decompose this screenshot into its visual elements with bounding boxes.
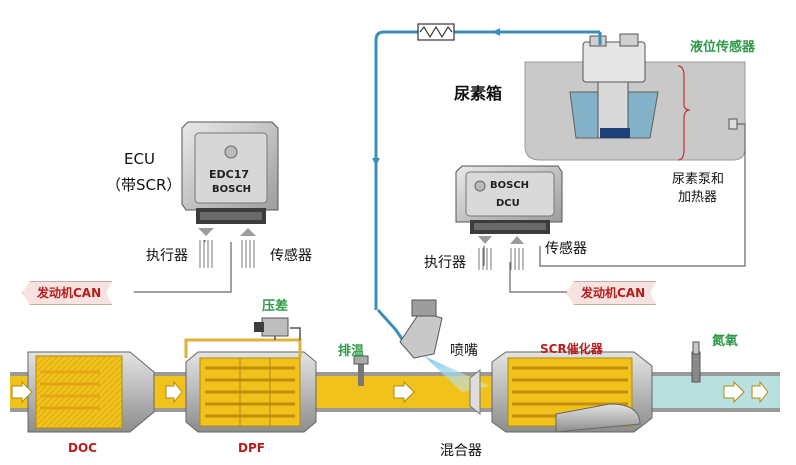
signal-arrows (198, 228, 524, 244)
doc-canister (27, 351, 155, 433)
engine-can-right-tag: 发动机CAN (566, 281, 656, 305)
bosch-ecu-label: BOSCH (212, 184, 252, 195)
exhaust-flow-arrows (11, 380, 769, 404)
urea-line (374, 30, 602, 343)
level-sensor-label: 液位传感器 (690, 40, 756, 55)
pump-heater-label-2: 加热器 (678, 190, 718, 205)
scr-catalyst-label: SCR催化器 (540, 342, 603, 356)
heater-resistor-icon (417, 23, 455, 41)
dcu-unit (455, 165, 563, 234)
flow-arrow-icon (492, 28, 500, 36)
exhaust-temp-sensor (353, 355, 369, 386)
ecu-scr-label: （带SCR） (106, 176, 182, 194)
urea-tank (524, 33, 746, 161)
ecu-unit (181, 121, 279, 224)
pressure-sensor (254, 317, 301, 340)
pump-heater-label-1: 尿素泵和 (672, 172, 725, 187)
mixer-label: 混合器 (440, 443, 482, 459)
ecu-label: ECU (124, 150, 155, 168)
bosch-dcu-label: BOSCH (490, 180, 530, 191)
pressure-diff-label: 压差 (262, 299, 289, 314)
dpf-label: DPF (238, 441, 265, 455)
dpf-canister (184, 338, 317, 433)
mixer (469, 368, 481, 416)
actuator-right-label: 执行器 (424, 255, 466, 271)
doc-label: DOC (68, 441, 97, 455)
nox-sensor (691, 341, 701, 383)
scr-catalyst (491, 351, 653, 433)
flow-arrow-icon (372, 158, 380, 166)
nox-label: 氮氧 (712, 334, 739, 349)
sensor-left-label: 传感器 (270, 248, 312, 264)
sensor-right-label: 传感器 (545, 241, 587, 257)
actuator-left-label: 执行器 (146, 248, 188, 264)
dcu-label: DCU (496, 198, 520, 209)
nozzle-label: 喷嘴 (450, 343, 478, 359)
connector-icon (728, 118, 738, 130)
engine-can-left-tag: 发动机CAN (22, 281, 112, 305)
exhaust-temp-label: 排温 (338, 344, 365, 359)
signal-bars (199, 240, 524, 270)
edc17-label: EDC17 (209, 168, 250, 181)
urea-tank-label: 尿素箱 (454, 84, 503, 103)
